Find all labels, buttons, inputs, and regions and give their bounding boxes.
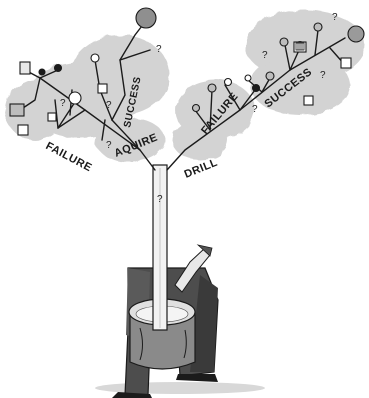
question-mark: ? xyxy=(320,70,326,81)
question-mark: ? xyxy=(157,194,163,205)
question-mark: ? xyxy=(60,98,66,109)
drill-pipe xyxy=(153,165,167,330)
question-mark: ? xyxy=(106,140,112,151)
label-drill: DRILL xyxy=(183,157,220,181)
question-mark: ? xyxy=(156,44,162,55)
background-clouds xyxy=(5,10,365,162)
question-mark: ? xyxy=(262,50,268,61)
question-mark: ? xyxy=(252,104,258,115)
label-left-failure: FAILURE xyxy=(44,140,94,174)
question-mark: ? xyxy=(332,12,338,23)
question-mark: ? xyxy=(106,100,112,111)
